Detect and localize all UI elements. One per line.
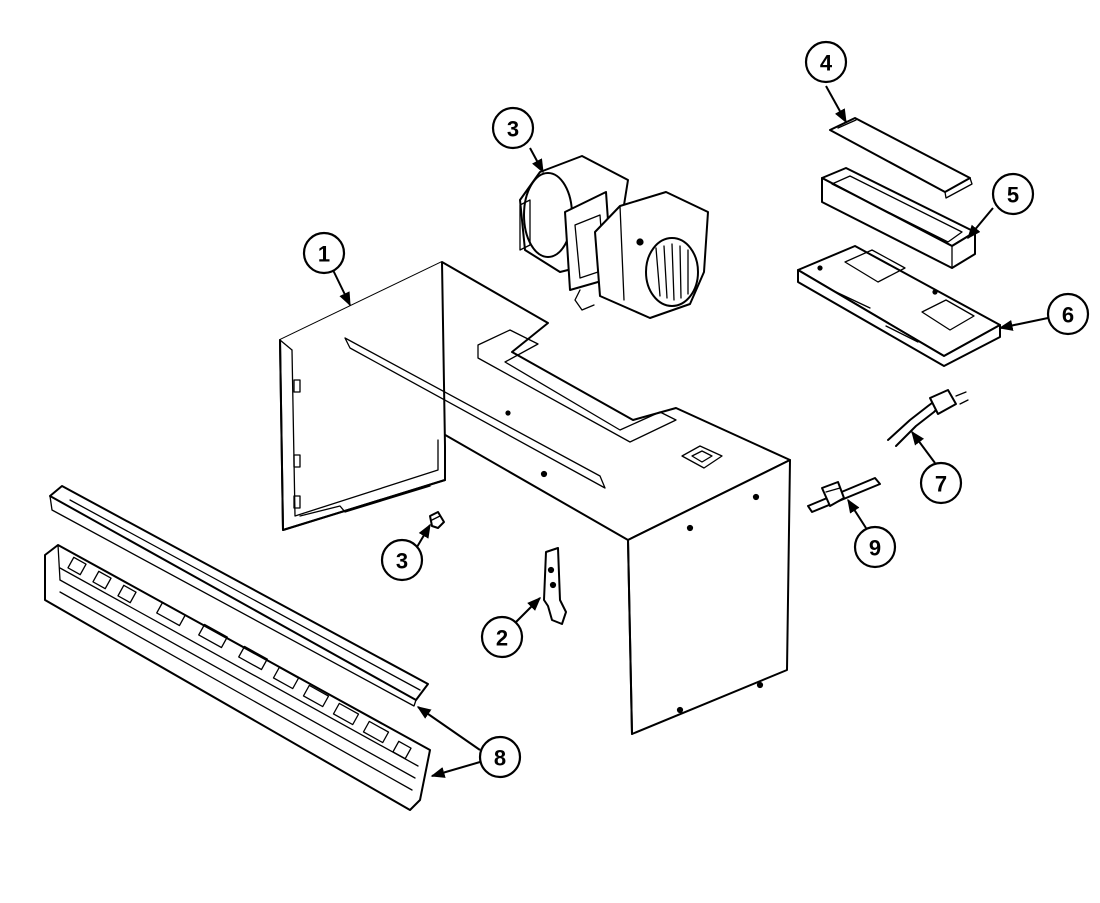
callout-8-label: 8 [494, 746, 506, 771]
part-blower-assembly [519, 155, 709, 319]
callout-6: 6 [1046, 292, 1090, 336]
callout-3-blower-label: 3 [507, 117, 519, 142]
callout-9: 9 [853, 525, 897, 569]
callout-8: 8 [478, 735, 522, 779]
leader-lines [332, 85, 1049, 778]
callout-2: 2 [480, 615, 524, 659]
callout-4: 4 [804, 40, 848, 84]
callout-1: 1 [302, 231, 346, 275]
callout-7: 7 [919, 461, 963, 505]
callout-4-label: 4 [820, 51, 833, 76]
callout-3-blower: 3 [491, 106, 535, 150]
callout-1-label: 1 [318, 242, 330, 267]
callout-9-label: 9 [869, 536, 881, 561]
grille-louvers [67, 556, 412, 760]
part-base-plate [797, 245, 1001, 367]
part-bracket [543, 547, 567, 625]
part-cabinet [279, 261, 791, 735]
callout-6-label: 6 [1062, 303, 1074, 328]
callout-7-label: 7 [935, 472, 947, 497]
part-filter-tray [821, 167, 976, 269]
part-clip [429, 511, 445, 529]
callout-2-label: 2 [496, 626, 508, 651]
part-cord-clamp [807, 477, 881, 513]
callout-5-label: 5 [1007, 183, 1019, 208]
callout-5: 5 [991, 172, 1035, 216]
part-power-cord [887, 389, 969, 447]
part-front-grille [44, 485, 431, 811]
callout-3-clip: 3 [380, 538, 424, 582]
callout-3-clip-label: 3 [396, 549, 408, 574]
